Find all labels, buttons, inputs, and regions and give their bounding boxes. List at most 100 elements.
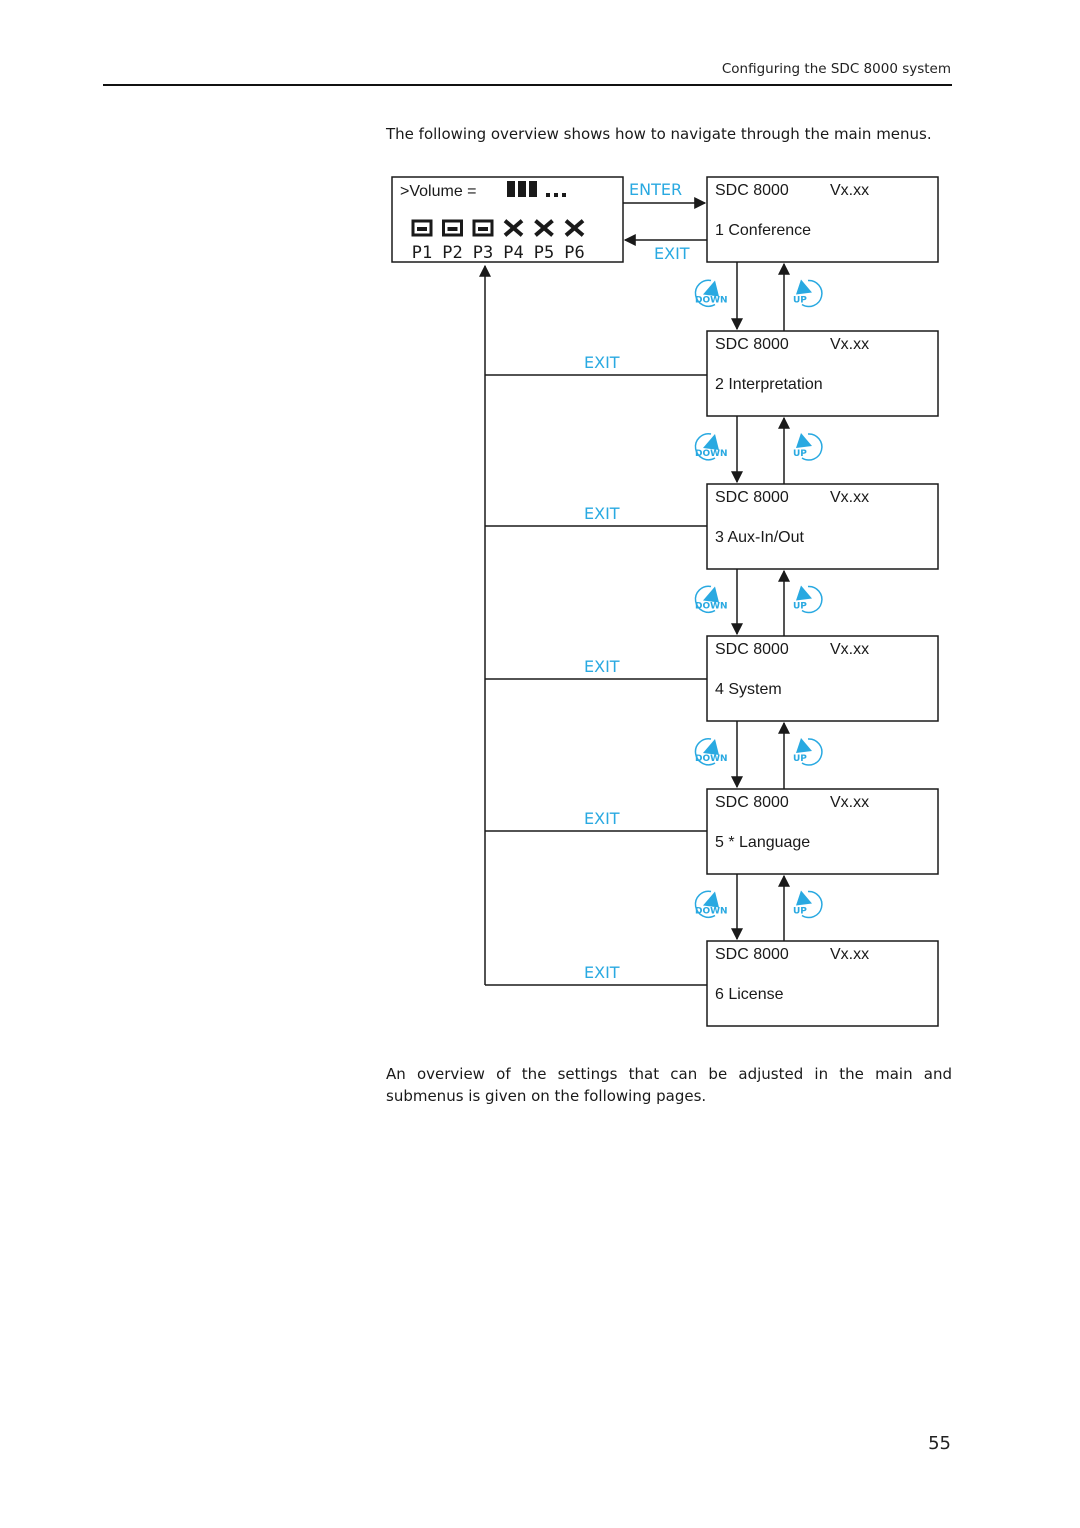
menu-box-frame — [706, 940, 939, 1027]
exit-branch-label: EXIT — [584, 657, 620, 676]
menu-box-frame — [706, 330, 939, 417]
menu-device-name: SDC 8000 — [715, 794, 789, 811]
menu-version: Vx.xx — [830, 946, 869, 963]
up-button-label: UP — [793, 754, 807, 764]
channel-p1: P1 — [411, 219, 433, 263]
menu-box-frame — [706, 483, 939, 570]
down-button-icon: DOWN — [694, 433, 728, 461]
menu-box-4: SDC 8000 Vx.xx 4 System — [706, 635, 939, 722]
menu-device-name: SDC 8000 — [715, 641, 789, 658]
channel-active-fill — [417, 227, 427, 231]
channel-active-icon — [442, 219, 463, 237]
channel-p5: P5 — [534, 219, 554, 263]
running-header: Configuring the SDC 8000 system — [721, 61, 951, 77]
enter-label: ENTER — [629, 180, 682, 199]
connector-1: DOWN UP — [694, 262, 823, 331]
exit-branch-label: EXIT — [584, 353, 620, 372]
up-button-arc — [801, 890, 823, 919]
menu-box-frame — [706, 176, 939, 263]
menu-version: Vx.xx — [830, 489, 869, 506]
down-button-arc — [694, 585, 716, 613]
exit-branch-label: EXIT — [584, 963, 620, 982]
home-display-frame — [391, 176, 624, 263]
menu-item-label: 4 System — [715, 681, 782, 698]
down-button-arrow — [703, 891, 719, 908]
up-button-icon: UP — [793, 738, 823, 766]
connector-4: DOWN UP — [694, 721, 823, 789]
volume-bar — [529, 181, 537, 197]
menu-version: Vx.xx — [830, 336, 869, 353]
exit-branch-2: EXIT — [485, 353, 707, 376]
up-button-arrow — [796, 585, 812, 601]
channel-active-icon — [472, 219, 494, 237]
up-button-arc — [801, 738, 823, 766]
connector-5: DOWN UP — [694, 874, 823, 941]
up-button-icon: UP — [793, 890, 823, 919]
up-button-arc — [801, 279, 823, 308]
exit-branch-label: EXIT — [584, 809, 620, 828]
menu-version: Vx.xx — [830, 794, 869, 811]
volume-dot — [554, 193, 558, 197]
down-button-label: DOWN — [695, 907, 728, 917]
down-button-arrow — [703, 280, 719, 297]
channel-p6: P6 — [564, 219, 585, 263]
volume-dot — [562, 193, 566, 197]
menu-item-label: 6 License — [715, 986, 784, 1003]
down-button-label: DOWN — [695, 296, 728, 306]
menu-version: Vx.xx — [830, 641, 869, 658]
up-button-arc — [801, 585, 823, 614]
exit-branch-5: EXIT — [485, 809, 707, 832]
down-button-icon: DOWN — [694, 279, 728, 307]
down-button-arrow — [703, 739, 719, 755]
menu-version: Vx.xx — [830, 182, 869, 199]
down-button-icon: DOWN — [694, 890, 728, 918]
exit-branches: EXIT EXIT EXIT EXIT EXIT — [485, 353, 707, 986]
up-button-label: UP — [793, 296, 807, 306]
channel-status-row: P1 P2 P3 P4 P5 P6 — [411, 219, 585, 263]
down-button-arrow — [703, 434, 719, 450]
channel-label: P2 — [442, 243, 462, 263]
up-button-label: UP — [793, 602, 807, 612]
down-button-arc — [694, 279, 716, 307]
menu-box-2: SDC 8000 Vx.xx 2 Interpretation — [706, 330, 939, 417]
outro-paragraph: An overview of the settings that can be … — [386, 1065, 952, 1105]
exit-branch-label: EXIT — [584, 504, 620, 523]
up-button-icon: UP — [793, 279, 823, 308]
channel-label: P3 — [473, 243, 493, 263]
channel-label: P6 — [564, 243, 584, 263]
channel-active-fill — [447, 227, 458, 231]
exit-branch-3: EXIT — [485, 504, 707, 527]
channel-label: P1 — [412, 243, 432, 263]
exit-label-top: EXIT — [654, 244, 690, 263]
volume-dot — [546, 193, 550, 197]
up-button-icon: UP — [793, 585, 823, 614]
up-button-arrow — [796, 279, 812, 295]
down-button-label: DOWN — [695, 449, 728, 459]
channel-label: P4 — [503, 243, 523, 263]
volume-bar — [507, 181, 515, 197]
up-button-arc — [801, 433, 823, 461]
channel-label: P5 — [534, 243, 554, 263]
volume-meter — [507, 181, 566, 197]
up-button-arrow — [796, 433, 812, 448]
menu-box-5: SDC 8000 Vx.xx 5 * Language — [706, 788, 939, 875]
down-button-icon: DOWN — [694, 738, 728, 766]
channel-p2: P2 — [442, 219, 463, 263]
volume-bar — [518, 181, 526, 197]
menu-box-frame — [706, 788, 939, 875]
menu-item-label: 2 Interpretation — [715, 376, 823, 393]
menu-item-label: 5 * Language — [715, 834, 810, 851]
menu-device-name: SDC 8000 — [715, 336, 789, 353]
volume-label: >Volume = — [400, 183, 477, 200]
intro-paragraph: The following overview shows how to navi… — [386, 125, 932, 143]
up-button-label: UP — [793, 907, 807, 917]
down-button-arc — [694, 738, 716, 766]
down-button-arc — [694, 890, 716, 918]
exit-branch-6: EXIT — [485, 963, 707, 986]
channel-p4: P4 — [503, 219, 524, 263]
